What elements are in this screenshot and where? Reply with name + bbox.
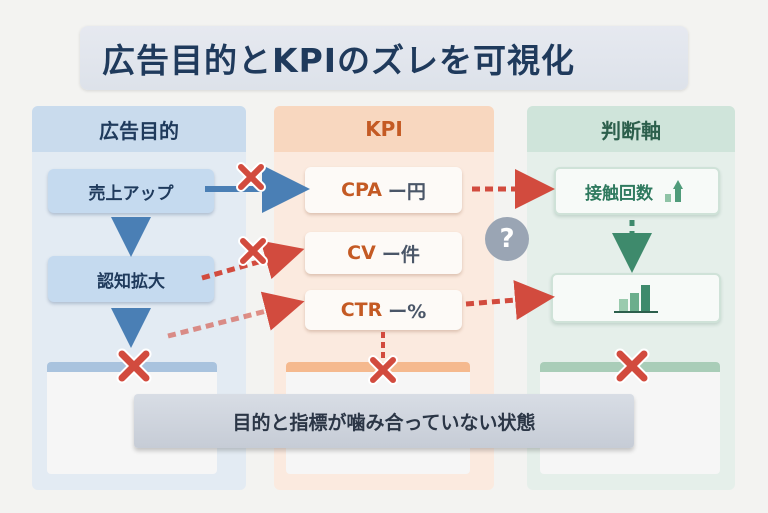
kpi-name: CTR [340,299,383,321]
bar-chart-icon [614,285,658,313]
column-header-kpi: KPI [274,106,494,152]
goal-box-awareness: 認知拡大 [48,256,214,302]
axis-box-contact-count: 接触回数 [554,167,720,215]
x-mark-icon [238,236,268,266]
axis-box-chart [551,273,721,323]
trend-up-icon [665,180,683,202]
arrow-ctr-to-chart [465,280,555,320]
goal-box-sales-up: 売上アップ [48,169,214,213]
kpi-unit: ー円 [387,180,426,203]
kpi-unit: ー件 [381,243,420,266]
kpi-name: CV [347,242,376,264]
x-mark-icon [236,162,266,192]
x-mark-icon [116,348,152,384]
question-mark: ? [499,224,515,254]
axis-label: 接触回数 [585,183,653,204]
title-banner: 広告目的とKPIのズレを可視化 [80,26,688,90]
conclusion-banner: 目的と指標が噛み合っていない状態 [134,394,634,448]
page-title: 広告目的とKPIのズレを可視化 [102,41,576,80]
arrow-faded-to-ctr [167,291,305,339]
kpi-box-cv: CV ー件 [305,232,462,274]
kpi-box-cpa: CPA ー円 [305,167,462,213]
column-header-axis: 判断軸 [527,106,735,152]
kpi-name: CPA [341,179,382,201]
kpi-unit: ー% [388,300,427,323]
conclusion-text: 目的と指標が噛み合っていない状態 [232,411,536,434]
column-header-goals: 広告目的 [32,106,246,152]
x-mark-icon [368,355,398,385]
question-bubble-icon: ? [485,217,529,261]
arrow-awareness-to-cv [201,240,305,281]
x-mark-icon [614,348,650,384]
kpi-box-ctr: CTR ー% [305,290,462,330]
